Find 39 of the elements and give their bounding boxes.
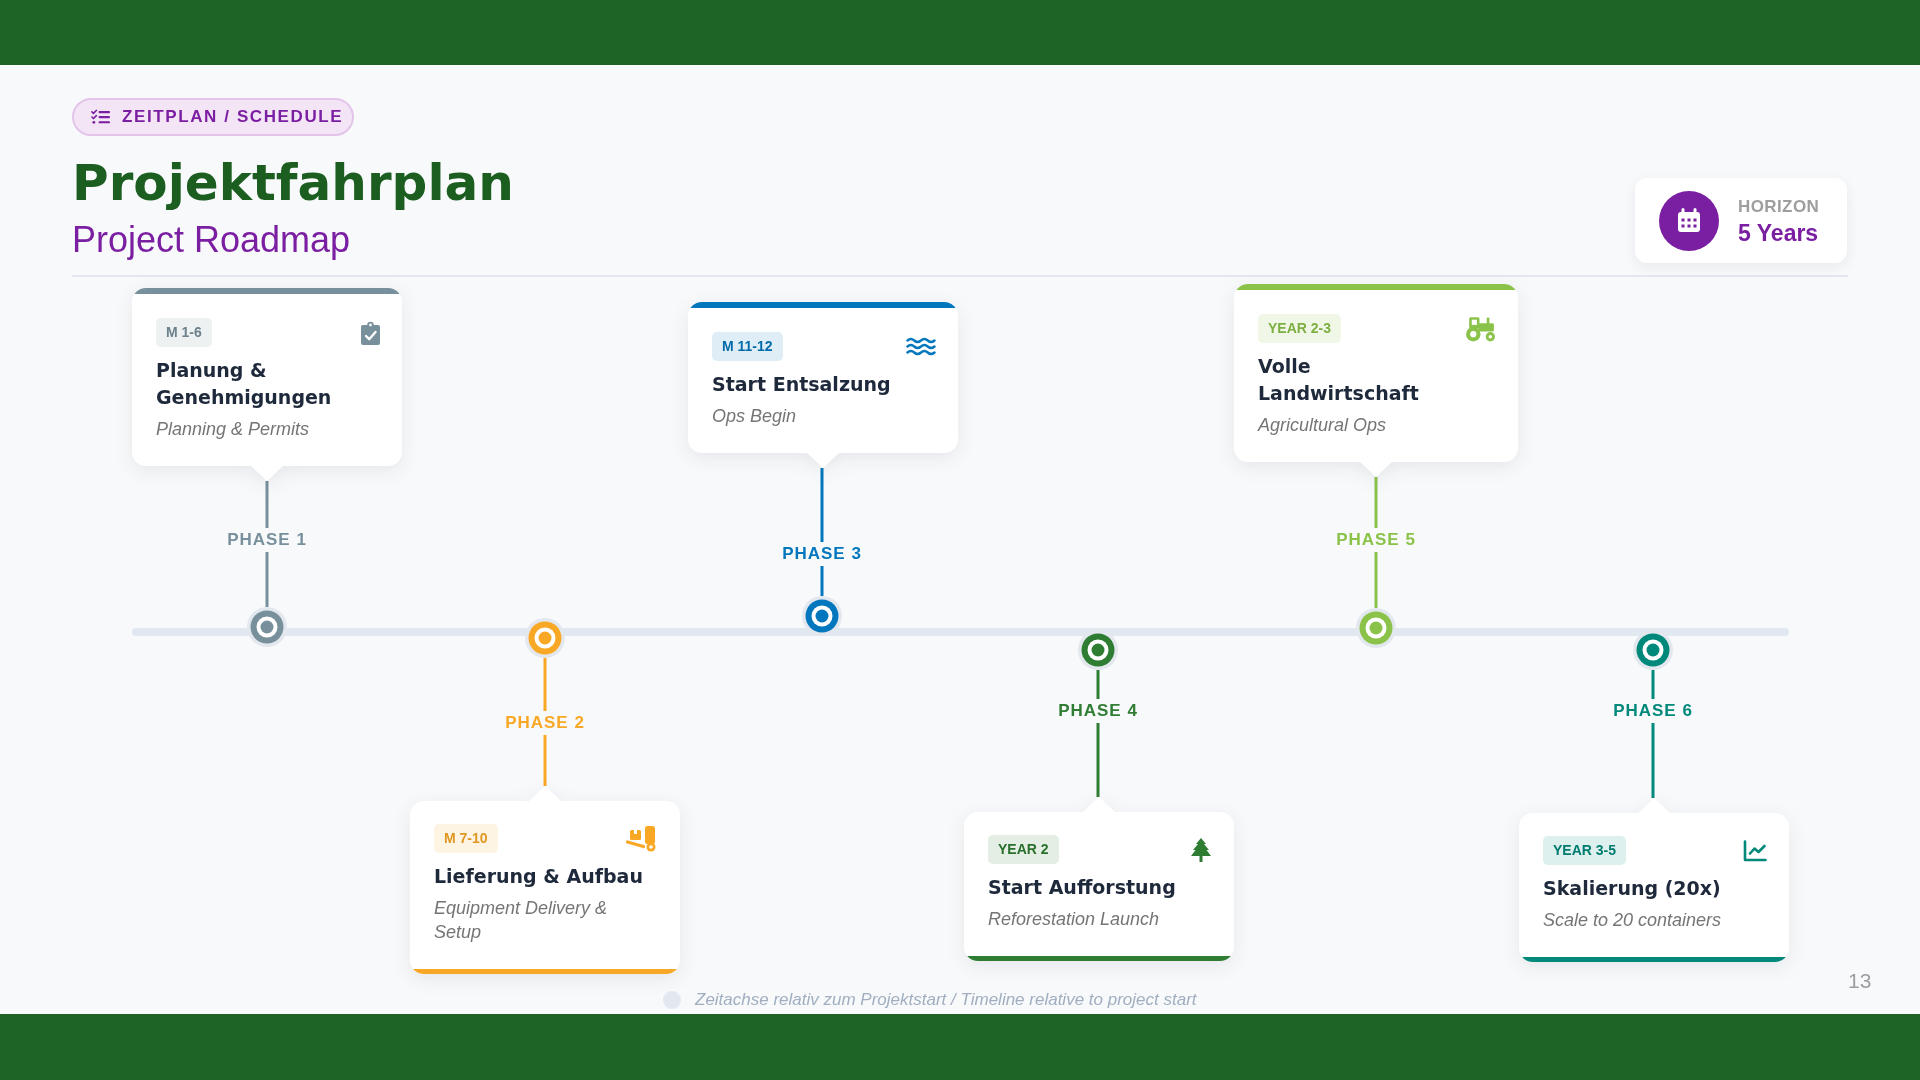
milestone-marker [802, 596, 842, 636]
milestone-card [688, 302, 958, 468]
milestone-subtitle: Equipment Delivery & Setup [434, 897, 609, 944]
milestone-title: Skalierung (20x) [1543, 876, 1722, 901]
milestone-marker [1356, 608, 1396, 648]
milestone-subtitle: Ops Begin [712, 405, 798, 428]
section-tag-label: ZEITPLAN / SCHEDULE [122, 107, 344, 127]
milestone-marker [525, 618, 565, 658]
period-tag: M 11-12 [712, 332, 783, 361]
page-number: 13 [1848, 968, 1872, 994]
milestone-card [1234, 284, 1518, 477]
period-tag: YEAR 2 [988, 835, 1059, 864]
page-title: Projektfahrplan [72, 156, 514, 211]
milestone-subtitle: Agricultural Ops [1258, 414, 1388, 437]
milestone-title: Volle Landwirtschaft [1258, 354, 1420, 406]
footnote: Zeitachse relativ zum Projektstart / Timeline relative to project start [695, 990, 1197, 1010]
milestone-title: Lieferung & Aufbau [434, 864, 644, 889]
horizon-card [1635, 178, 1847, 263]
milestone-card [410, 786, 680, 974]
period-tag: YEAR 3-5 [1543, 836, 1627, 865]
milestone-title: Start Entsalzung [712, 372, 892, 397]
page-subtitle: Project Roadmap [72, 220, 351, 260]
milestone-subtitle: Reforestation Launch [988, 908, 1161, 931]
milestone-card [1519, 798, 1789, 962]
section-tag [72, 98, 354, 136]
milestone-subtitle: Planning & Permits [156, 418, 311, 441]
milestone-card [132, 288, 402, 481]
milestone-marker [1078, 630, 1118, 670]
period-tag: M 7-10 [434, 824, 498, 853]
milestone-subtitle: Scale to 20 containers [1543, 909, 1723, 932]
milestone-title: Start Aufforstung [988, 875, 1177, 900]
milestone-marker [1633, 630, 1673, 670]
period-tag: YEAR 2-3 [1258, 314, 1342, 343]
milestone-marker [247, 607, 287, 647]
milestone-card [964, 797, 1234, 961]
horizon-label: HORIZON [1738, 197, 1820, 217]
period-tag: M 1-6 [156, 318, 212, 347]
milestone-title: Planung & Genehmigungen [156, 358, 333, 410]
horizon-value: 5 Years [1738, 219, 1819, 247]
